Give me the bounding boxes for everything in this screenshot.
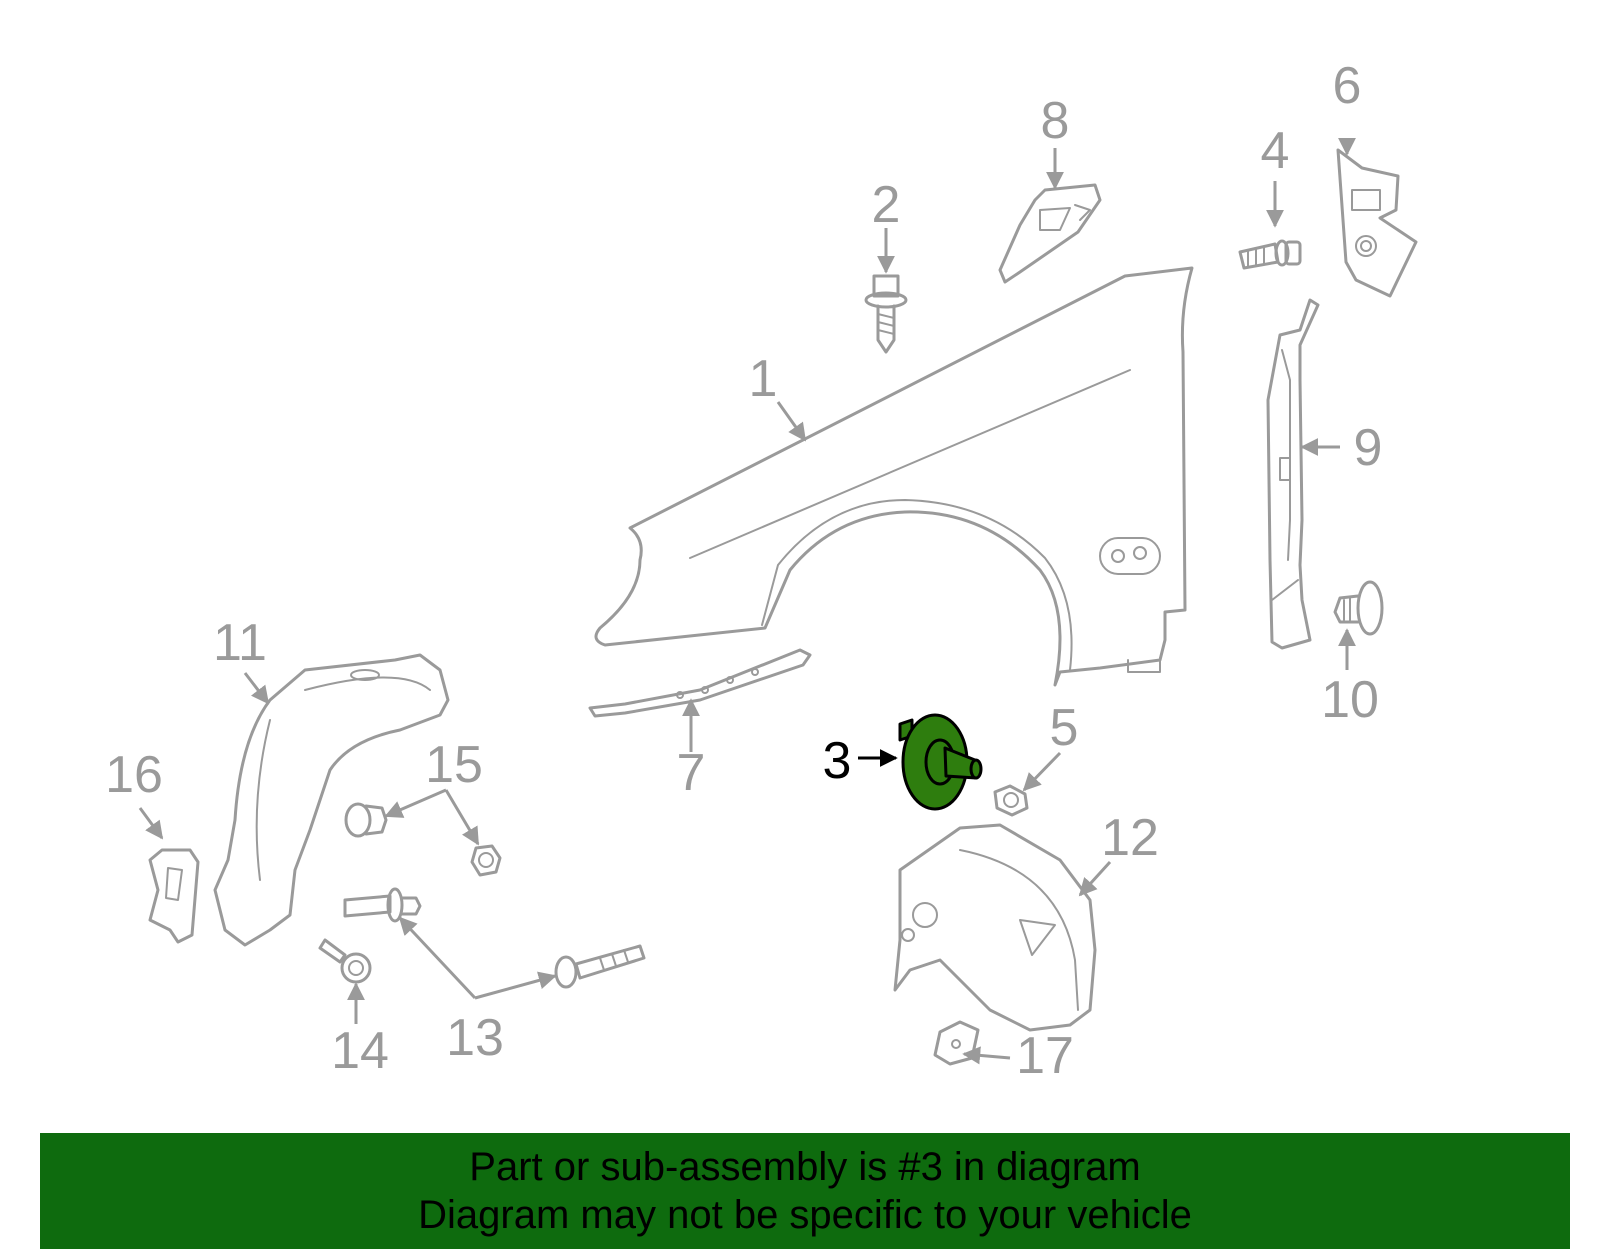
- callout-11: 11: [213, 614, 267, 672]
- callout-9: 9: [1354, 419, 1383, 477]
- molding-part-7: [588, 648, 812, 718]
- callout-17: 17: [1016, 1027, 1074, 1085]
- bolt-part-2: [864, 274, 908, 354]
- bracket-part-8: [998, 183, 1102, 284]
- stud-part-3-highlighted[interactable]: [898, 713, 983, 811]
- banner-line-2: Diagram may not be specific to your vehi…: [418, 1193, 1192, 1237]
- clip-part-17: [933, 1020, 980, 1066]
- bolt-part-4: [1238, 239, 1302, 270]
- callout-6: 6: [1333, 57, 1362, 115]
- banner-line-1: Part or sub-assembly is #3 in diagram: [469, 1145, 1141, 1189]
- callout-13: 13: [446, 1009, 504, 1067]
- callout-12: 12: [1101, 809, 1159, 867]
- callout-1: 1: [749, 350, 778, 408]
- callout-5: 5: [1050, 699, 1079, 757]
- bolt-part-13b: [554, 944, 646, 989]
- callout-2: 2: [872, 176, 901, 234]
- callout-8: 8: [1041, 92, 1070, 150]
- liner-part-12: [893, 823, 1097, 1032]
- fender-part-1: [594, 266, 1194, 687]
- callout-15: 15: [425, 736, 483, 794]
- callout-3[interactable]: 3: [823, 732, 852, 790]
- callout-16: 16: [105, 746, 163, 804]
- nut-part-5: [993, 784, 1029, 817]
- info-banner: Part or sub-assembly is #3 in diagram Di…: [40, 1133, 1570, 1249]
- plate-part-6: [1336, 148, 1418, 298]
- screw-part-14: [318, 938, 372, 984]
- callout-4: 4: [1261, 122, 1290, 180]
- callout-10: 10: [1321, 671, 1379, 729]
- clip-part-15a: [344, 802, 388, 838]
- bolt-part-13a: [343, 887, 422, 923]
- clip-part-10: [1333, 580, 1384, 636]
- callout-14: 14: [331, 1022, 389, 1080]
- seal-part-9: [1266, 298, 1320, 650]
- clip-part-15b: [470, 844, 502, 877]
- callout-7: 7: [677, 744, 706, 802]
- liner-part-11: [213, 653, 450, 947]
- clip-part-16: [148, 848, 200, 944]
- leader-lines: [138, 137, 1356, 1065]
